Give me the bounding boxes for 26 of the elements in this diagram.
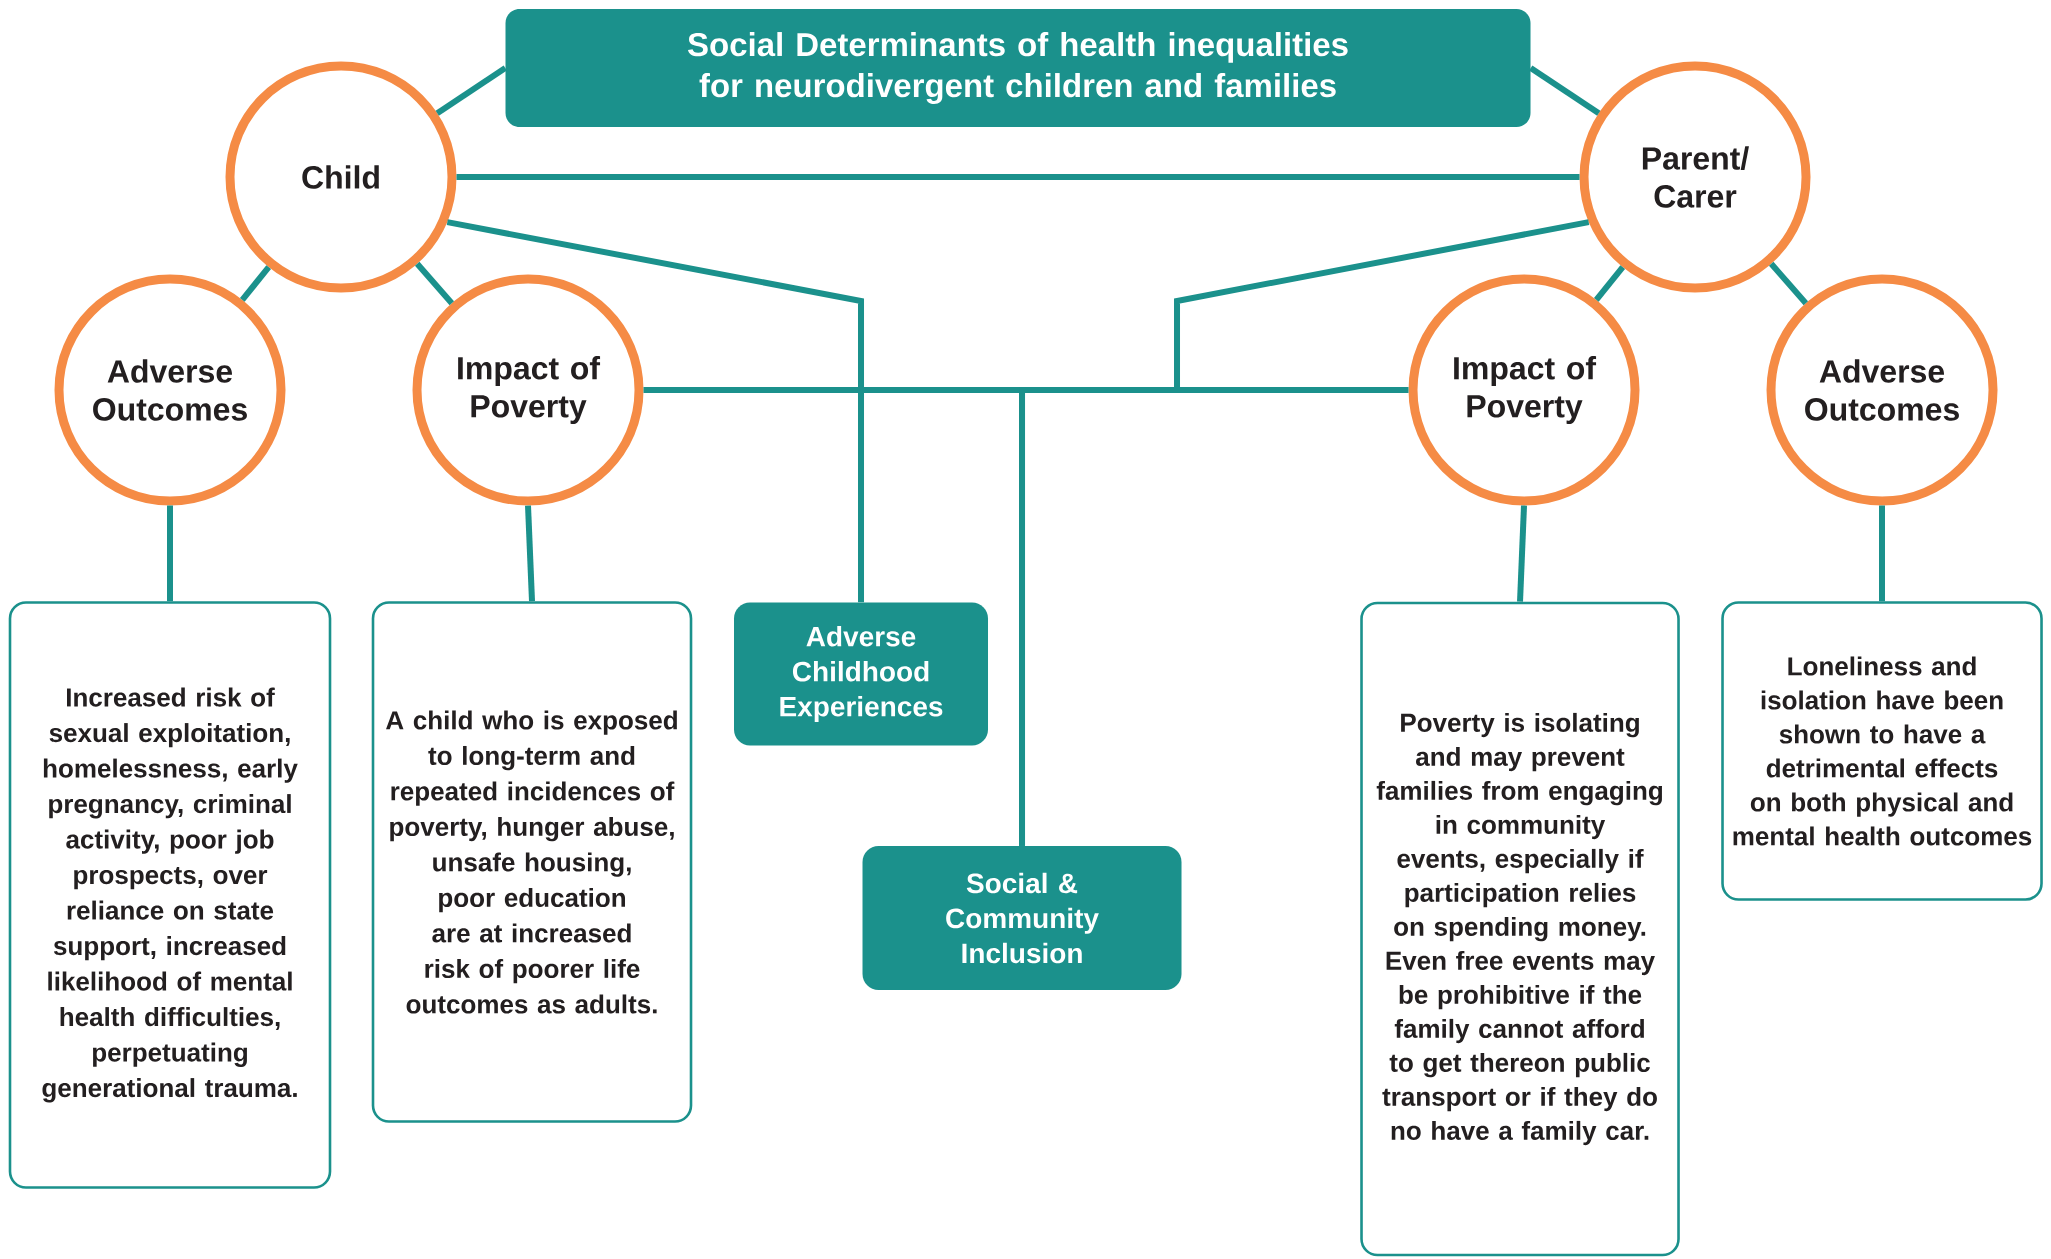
circle-node: Parent/ Carer [1579, 61, 1811, 293]
circle-node: Impact of Poverty [1408, 274, 1640, 506]
circle-node: Adverse Outcomes [54, 274, 286, 506]
connector-line [1594, 265, 1626, 302]
connector-line [414, 261, 455, 306]
category-box: Social & Community Inclusion [862, 846, 1182, 990]
description-box: Loneliness and isolation have been shown to have a detrimental effects on both physical and mental health outcomes [1721, 601, 2043, 901]
connector-line [1529, 65, 1601, 116]
connector-line [1768, 261, 1809, 306]
title-banner: Social Determinants of health inequalities for neurodivergent children and families [505, 9, 1531, 127]
circle-node: Adverse Outcomes [1766, 274, 1998, 506]
circle-node: Impact of Poverty [412, 274, 644, 506]
description-box: A child who is exposed to long-term and repeated incidences of poverty, hunger abuse, unsafe housing, poor education are at increased risk of poorer life outcomes as adults. [371, 601, 693, 1123]
description-box: Increased risk of sexual exploitation, homelessness, early pregnancy, criminal activity, poor job prospects, over reliance on state support, increased likelihood of mental health difficulties, perpetuating generational trauma. [8, 601, 332, 1189]
connector-line [446, 219, 864, 603]
circle-node: Child [225, 61, 457, 293]
category-box: Adverse Childhood Experiences [734, 602, 988, 746]
connector-line [1879, 505, 1885, 602]
connector-line [525, 505, 535, 602]
connector-line [1019, 387, 1409, 846]
connector-line [167, 505, 173, 602]
connector-line [435, 65, 507, 116]
connector-line [239, 265, 272, 302]
description-box: Poverty is isolating and may prevent families from engaging in community events, especially if participation relies on spending money. Even free events may be prohibitive if the family cannot afford to get thereon public transport or if they do no have a family car. [1360, 601, 1680, 1257]
connector-line [1517, 505, 1527, 602]
connector-line [456, 174, 1580, 180]
